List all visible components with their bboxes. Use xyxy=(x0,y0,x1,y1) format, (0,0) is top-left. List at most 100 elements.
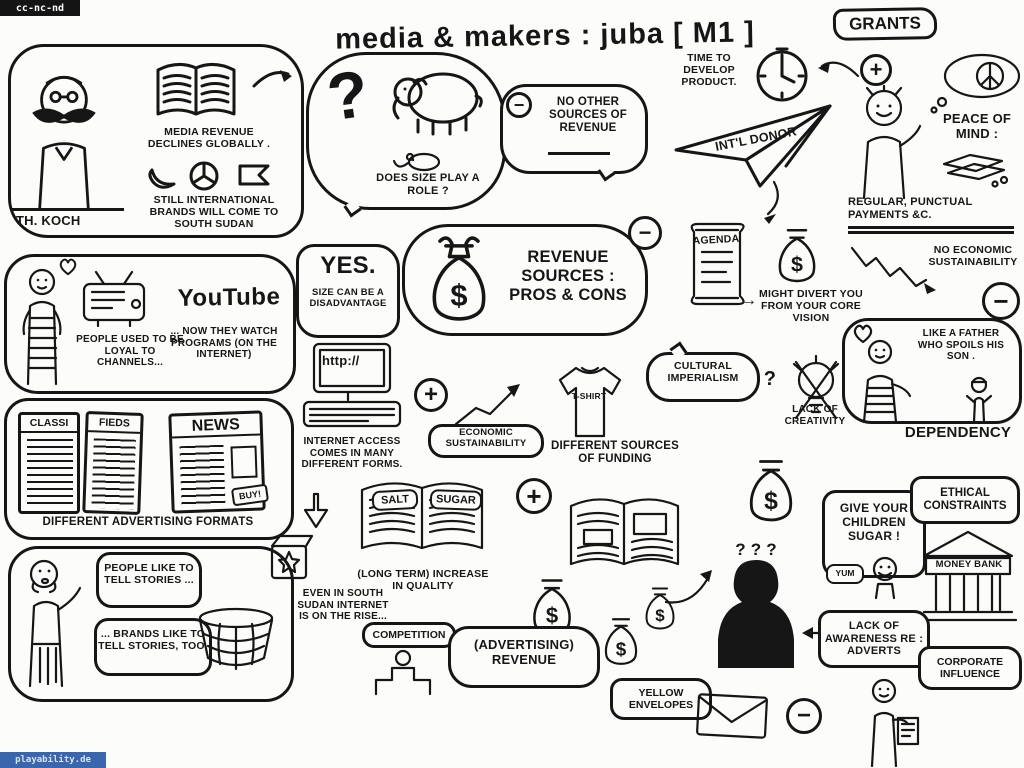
give-sugar-label: GIVE YOUR CHILDREN SUGAR ! xyxy=(839,501,909,543)
funding-title: DIFFERENT SOURCES OF FUNDING xyxy=(551,440,679,466)
spoiled-son-note: LIKE A FATHER WHO SPOILS HIS SON . xyxy=(917,328,1005,362)
arrow-down-curve-icon xyxy=(764,180,779,224)
lightbulb-crossed-icon xyxy=(792,354,840,420)
heart-icon xyxy=(59,258,77,276)
dollar-sign: $ xyxy=(764,488,778,515)
computer-icon xyxy=(302,342,402,428)
money-bag-icon: $ xyxy=(432,236,486,321)
minus-sign: − xyxy=(506,92,532,118)
plus-glyph: + xyxy=(423,381,438,408)
salt-banner: SALT xyxy=(371,488,419,512)
yellow-envelopes-label: YELLOW ENVELOPES xyxy=(628,686,694,711)
youtube-logo: YouTube xyxy=(177,283,281,312)
news-photo-box xyxy=(230,445,258,479)
sugar-banner: SUGAR xyxy=(429,489,483,511)
cultural-question-mark: ? xyxy=(763,368,777,390)
plus-glyph: + xyxy=(526,480,542,511)
dependency-label: DEPENDENCY xyxy=(904,424,1012,441)
arrow-curve-icon xyxy=(818,61,860,78)
dollar-sign: $ xyxy=(655,606,665,625)
people-stories-label: PEOPLE LIKE TO TELL STORIES ... xyxy=(104,562,194,587)
brands-note: STILL INTERNATIONAL BRANDS WILL COME TO … xyxy=(149,194,279,231)
agenda-scroll-icon xyxy=(690,222,745,306)
arrow-down-icon xyxy=(303,492,329,529)
quality-caption: (LONG TERM) INCREASE IN QUALITY xyxy=(357,568,489,593)
ethical-constraints-label: ETHICAL CONSTRAINTS xyxy=(923,486,1007,512)
koch-panel xyxy=(8,44,304,238)
plus-glyph: + xyxy=(869,57,883,82)
big-question-mark: ? xyxy=(322,55,374,135)
money-bag-icon: $ xyxy=(749,460,793,522)
salt-label: SALT xyxy=(380,492,410,507)
news-header: NEWS xyxy=(171,415,261,439)
plus-sign: + xyxy=(516,478,552,514)
minus-sign: − xyxy=(982,282,1020,320)
classi-header: CLASSI xyxy=(21,415,77,433)
watermark-text: playability.de xyxy=(15,755,91,765)
person-silhouette-icon xyxy=(718,560,794,668)
awareness-panel xyxy=(818,610,930,668)
plus-sign: + xyxy=(860,54,892,86)
son-figure-icon xyxy=(965,376,993,424)
striped-person-icon xyxy=(22,268,62,386)
yes-label: YES. xyxy=(320,252,376,279)
advertising-revenue-bubble xyxy=(448,626,600,688)
minus-sign: − xyxy=(786,698,822,734)
open-book-icon xyxy=(156,63,236,116)
funding-book-icon xyxy=(569,498,680,566)
tv-icon xyxy=(82,270,146,328)
grants-box: GRANTS xyxy=(832,7,938,41)
mouse-icon xyxy=(392,152,441,172)
no-other-sources-label: NO OTHER SOURCES OF REVENUE xyxy=(548,96,628,135)
triple-question-marks: ? ? ? xyxy=(735,540,777,559)
internet-rise-note: EVEN IN SOUTH SUDAN INTERNET IS ON THE R… xyxy=(297,588,389,622)
heart-icon xyxy=(853,324,873,344)
minus-glyph: − xyxy=(993,285,1009,316)
koch-person-icon xyxy=(32,75,96,210)
koch-desk-line xyxy=(12,208,124,211)
plus-sign: + xyxy=(414,378,448,412)
arrow-up-curve-icon xyxy=(664,570,712,604)
page-title: media & makers : juba [ M1 ] xyxy=(334,16,756,56)
watch-label: ... NOW THEY WATCH PROGRAMS (ON THE INTE… xyxy=(170,326,278,360)
corporate-influence-label: CORPORATE INFLUENCE xyxy=(936,655,1004,680)
star-box-icon xyxy=(270,534,314,580)
size-question-label: DOES SIZE PLAY A ROLE ? xyxy=(376,172,480,197)
basket-icon xyxy=(198,607,274,671)
economic-bubble xyxy=(428,424,544,458)
competition-bubble: COMPETITION xyxy=(362,622,456,648)
newsprint-lines xyxy=(179,444,226,507)
newsprint-lines xyxy=(91,438,136,510)
ad-formats-caption: DIFFERENT ADVERTISING FORMATS xyxy=(42,516,254,528)
brands-stories-label: ... BRANDS LIKE TO TELL STORIES, TOO. xyxy=(98,628,208,653)
give-sugar-panel xyxy=(822,490,926,578)
paper-plane-icon xyxy=(674,104,832,188)
money-bank-label: MONEY BANK xyxy=(935,559,1003,570)
buy-label: BUY! xyxy=(238,488,262,502)
competition-label: COMPETITION xyxy=(372,628,446,641)
envelope-icon xyxy=(696,693,768,739)
cultural-bubble xyxy=(646,352,760,402)
creativity-label: LACK OF CREATIVITY xyxy=(784,404,846,427)
money-bag-icon: $ xyxy=(645,587,675,630)
brand-icons xyxy=(148,161,270,191)
size-question-bubble xyxy=(306,52,506,210)
declining-chart-icon xyxy=(850,246,936,294)
revenue-panel xyxy=(402,224,648,336)
yum-label: YUM xyxy=(835,568,855,579)
ethical-constraints-panel: ETHICAL CONSTRAINTS xyxy=(910,476,1020,524)
minus-glyph: − xyxy=(638,220,652,245)
people-stories-bubble xyxy=(96,552,202,608)
father-figure-icon xyxy=(862,339,912,424)
advertising-revenue-label: (ADVERTISING) REVENUE xyxy=(473,637,575,667)
double-underline xyxy=(848,226,1014,234)
divert-arrow: → xyxy=(740,292,758,309)
money-notes-icon xyxy=(942,153,1009,188)
disadvantage-label: SIZE CAN BE A DISADVANTAGE xyxy=(309,287,387,309)
dollar-sign: $ xyxy=(791,253,803,277)
time-to-develop-note: TIME TO DEVELOP PRODUCT. xyxy=(681,52,737,89)
dollar-sign: $ xyxy=(546,603,558,628)
salt-sugar-book-icon xyxy=(360,482,484,550)
dollar-sign: $ xyxy=(450,277,467,312)
